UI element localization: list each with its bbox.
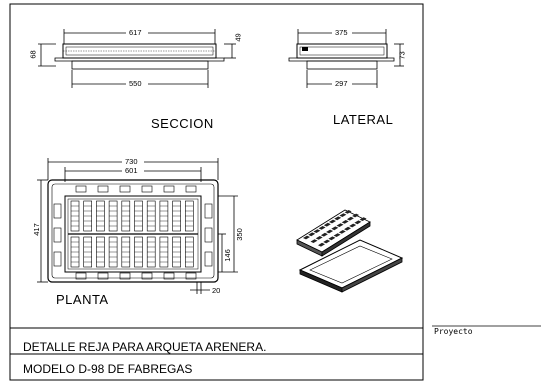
dim-297-bg: [332, 79, 352, 89]
dim-plan-height: 417: [31, 223, 41, 236]
dim-lateral-bottom: 297: [335, 79, 348, 88]
dim-375-bg: [332, 28, 352, 38]
dim-lateral-top: 375: [335, 28, 348, 37]
dim-601-bg: [122, 166, 144, 176]
plan-grate-slots: [70, 200, 194, 268]
lateral-view: [288, 29, 404, 88]
dim-lateral-right: 73: [397, 51, 407, 60]
plan-view: [37, 158, 238, 294]
section-view: [38, 29, 236, 88]
dim-section-top: 617: [129, 28, 142, 37]
dim-plan-outer: 730: [125, 157, 138, 166]
dim-550-bg: [126, 79, 148, 89]
dim-plan-inner: 601: [125, 166, 138, 175]
dim-plan-small: 146: [222, 249, 232, 262]
plan-frame-tabs: [53, 185, 213, 280]
dim-section-left: 68: [28, 50, 38, 59]
plan-view-label: PLANTA: [56, 292, 109, 307]
proyecto-label: Proyecto: [434, 327, 473, 336]
isometric-grate-slots: [303, 210, 367, 247]
section-view-label: SECCION: [151, 116, 214, 131]
lateral-view-label: LATERAL: [333, 112, 394, 127]
dim-plan-gap: 20: [212, 286, 221, 295]
dim-730-bg: [122, 157, 144, 167]
title-line-1: DETALLE REJA PARA ARQUETA ARENERA.: [23, 340, 267, 354]
sheet-frame: [9, 3, 424, 381]
isometric-view: [296, 209, 404, 293]
title-line-2: MODELO D-98 DE FABREGAS: [23, 362, 193, 376]
dim-617-bg: [126, 28, 148, 38]
dim-section-right: 49: [233, 33, 243, 42]
dim-section-bottom: 550: [129, 79, 142, 88]
dim-plan-inner-height: 350: [234, 228, 244, 241]
